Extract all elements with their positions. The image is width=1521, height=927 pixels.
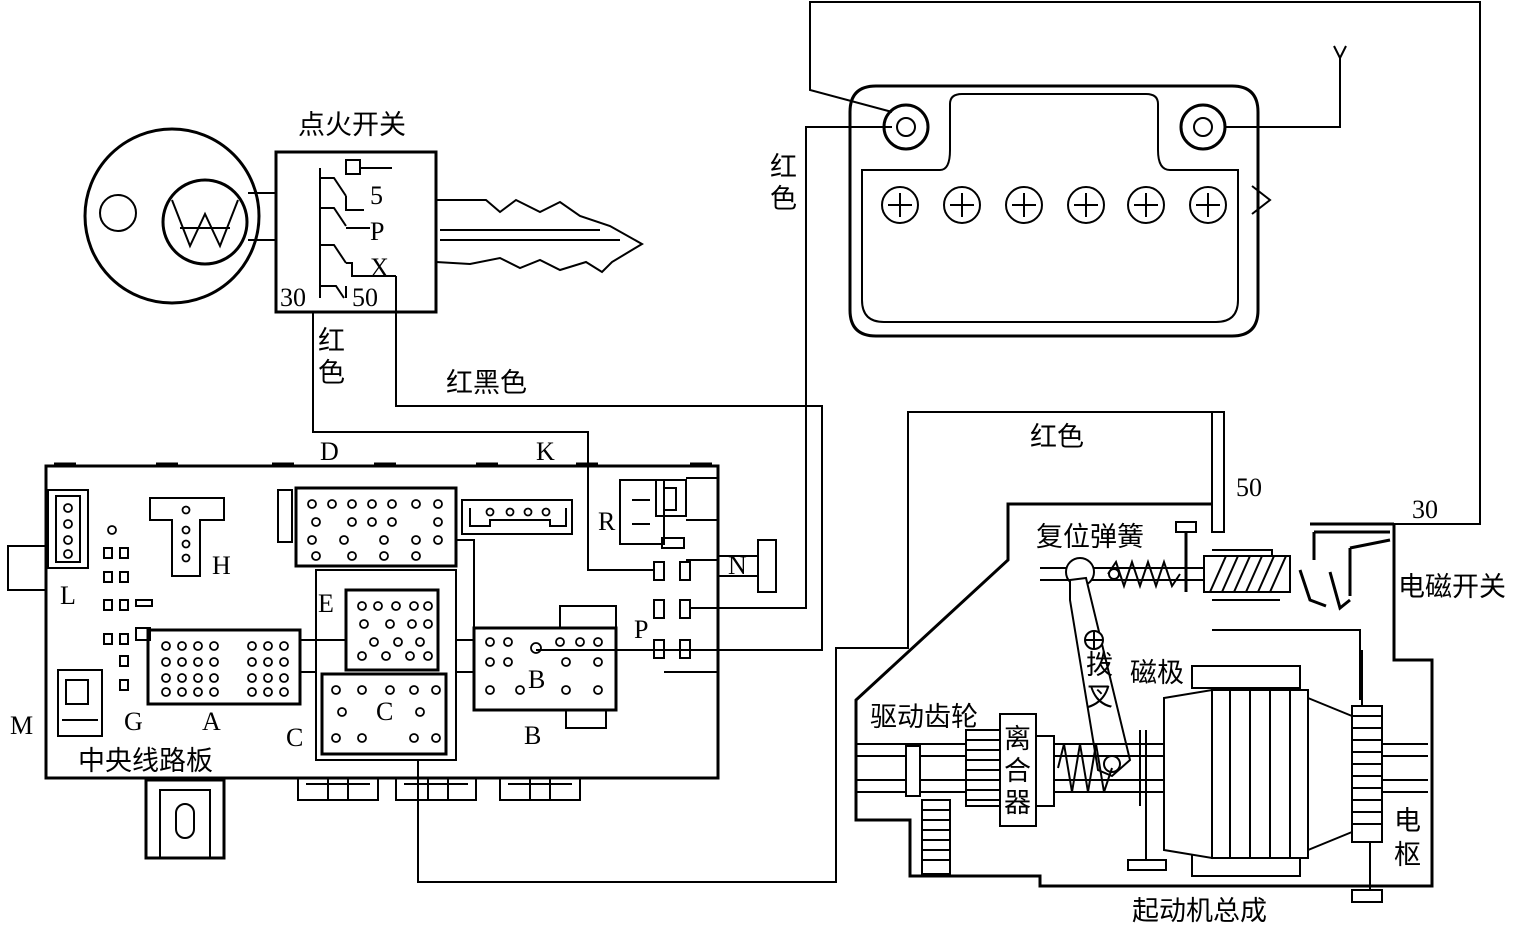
connector-b-bottom-label: B <box>524 721 541 750</box>
terminal-5-label: 5 <box>370 181 383 210</box>
ignition-switch: 点火开关 5 P X 30 50 <box>83 110 644 314</box>
terminal-x-label: X <box>370 253 389 282</box>
wire-red-batt-label-1: 红 <box>770 152 797 183</box>
wire-red-label-1: 红 <box>318 326 345 357</box>
connector-a-label: A <box>202 707 221 736</box>
ignition-switch-box <box>274 150 438 314</box>
connector-l-label: L <box>60 581 76 610</box>
starter-assembly-title: 起动机总成 <box>1132 896 1267 927</box>
wire-red-black-label: 红黑色 <box>446 368 527 399</box>
battery <box>848 45 1347 338</box>
connector-d-label: D <box>320 437 339 466</box>
battery-terminal-right-icon <box>1179 103 1227 151</box>
wire-red-black-50 <box>395 276 823 651</box>
wire-battery-30 <box>809 1 1481 525</box>
central-board-title: 中央线路板 <box>78 746 213 777</box>
pole-label: 磁极 <box>1130 658 1184 689</box>
starter-terminal-50-label: 50 <box>1236 473 1262 502</box>
drive-gear-label: 驱动齿轮 <box>870 702 978 733</box>
wire-red-label-2: 色 <box>318 358 345 389</box>
connector-b-pins <box>485 637 603 695</box>
starter-assembly: 50 30 电磁开关 复位弹簧 磁极 拨 叉 驱动齿轮 离 合 器 电 枢 起动… <box>854 411 1506 927</box>
clutch-label-1: 离 <box>1004 724 1031 755</box>
connector-n-label: N <box>728 551 747 580</box>
connector-r-label: R <box>598 507 616 536</box>
flywheel-teeth <box>922 809 950 861</box>
battery-terminal-left-icon <box>882 103 930 151</box>
solenoid-coil-hatch <box>1209 555 1287 593</box>
return-spring-label: 复位弹簧 <box>1036 522 1144 553</box>
connector-c-bottom-label: C <box>286 723 303 752</box>
armature-icon <box>1163 688 1213 860</box>
connector-p-label: P <box>634 615 648 644</box>
connector-d-pins <box>307 499 443 561</box>
connector-h-label: H <box>212 551 231 580</box>
battery-cells <box>881 186 1227 224</box>
solenoid-switch-label: 电磁开关 <box>1398 572 1506 603</box>
wire-red-30 <box>312 312 655 571</box>
fork-label-1: 拨 <box>1086 650 1113 681</box>
vw-logo-icon <box>161 178 249 266</box>
armature-label-2: 枢 <box>1394 840 1421 871</box>
connector-b-inner-label: B <box>528 665 545 694</box>
fork-label-2: 叉 <box>1086 682 1113 713</box>
armature-label-1: 电 <box>1394 806 1421 837</box>
terminal-30-label: 30 <box>280 283 306 312</box>
starter-terminal-30-label: 30 <box>1412 495 1438 524</box>
terminal-p-label: P <box>370 217 384 246</box>
connector-k-label: K <box>536 437 555 466</box>
wire-red-starter-label: 红色 <box>1030 422 1084 453</box>
wire-red-starter <box>417 411 1218 883</box>
wire-red-batt-label-2: 色 <box>770 184 797 215</box>
clutch-label-2: 合 <box>1004 756 1031 787</box>
connector-e-pins <box>357 601 433 661</box>
connector-m-label: M <box>10 711 33 740</box>
central-board: D K R N E P H L M G A C C B B 中央线路板 <box>7 437 777 860</box>
commutator-hatch <box>1352 715 1382 825</box>
drive-gear-teeth <box>966 739 1002 801</box>
connector-a-pins <box>161 641 289 697</box>
armature-windings <box>1229 690 1291 858</box>
connector-g-label: G <box>124 707 143 736</box>
clutch-spring-icon <box>1057 743 1113 793</box>
key-blade-icon <box>435 198 644 274</box>
terminal-50-label: 50 <box>352 283 378 312</box>
ignition-switch-title: 点火开关 <box>298 110 406 141</box>
connector-e-label: E <box>318 589 334 618</box>
connector-c-top-label: C <box>376 697 393 726</box>
clutch-label-3: 器 <box>1004 788 1031 819</box>
key-head-icon <box>83 127 261 305</box>
connector-c-pins <box>331 685 441 743</box>
shift-fork-icon <box>1069 576 1132 778</box>
